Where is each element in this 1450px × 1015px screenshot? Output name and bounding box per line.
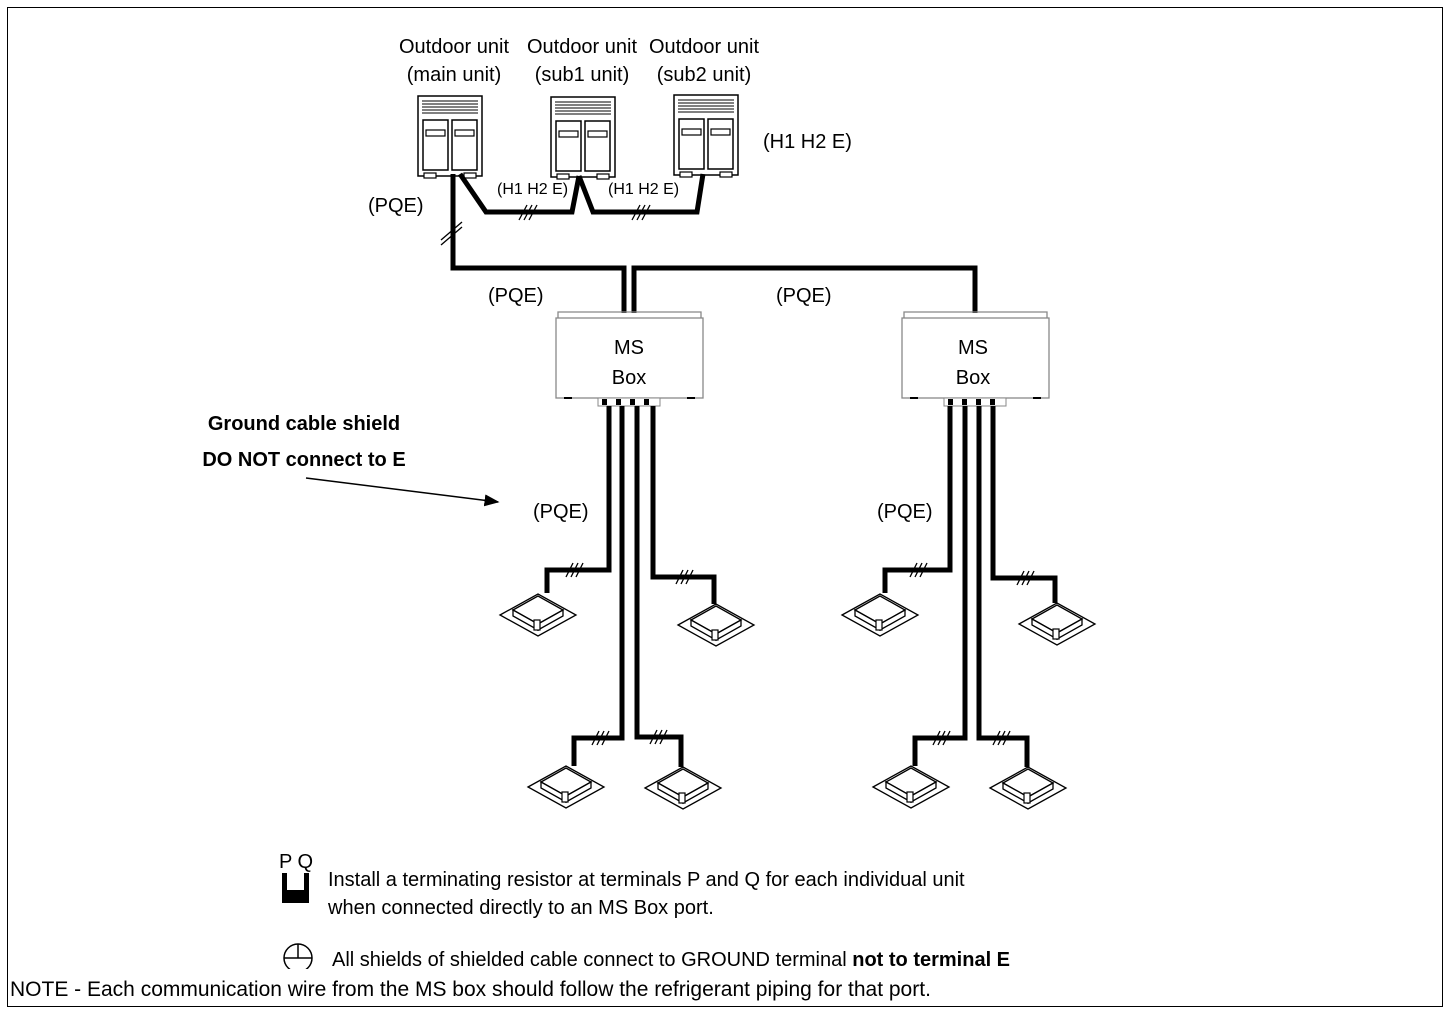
indoor-unit-l3 bbox=[527, 765, 605, 809]
pqe-trunk-left bbox=[450, 174, 627, 313]
hatch-link1 bbox=[518, 204, 538, 221]
outdoor-unit-sub2 bbox=[673, 94, 739, 178]
resistor-icon bbox=[282, 873, 309, 903]
indoor-unit-r3 bbox=[872, 765, 950, 809]
branch-left-1 bbox=[544, 406, 612, 593]
footer-note: NOTE - Each communication wire from the … bbox=[10, 978, 931, 1001]
ground-note-arrow bbox=[305, 477, 500, 507]
ms-box-left-line2: Box bbox=[612, 367, 646, 389]
outdoor-main-subtitle: (main unit) bbox=[407, 64, 501, 86]
pqe-trunk-right bbox=[631, 265, 978, 313]
pqe-label-right-branch: (PQE) bbox=[877, 501, 933, 523]
outdoor-sub1-subtitle: (sub1 unit) bbox=[535, 64, 630, 86]
ms-box-right bbox=[901, 311, 1050, 407]
branch-left-3 bbox=[571, 406, 625, 766]
branch-right-4 bbox=[976, 406, 1030, 767]
indoor-unit-r4 bbox=[989, 766, 1067, 810]
pqe-label-right-trunk: (PQE) bbox=[776, 285, 832, 307]
indoor-unit-l1 bbox=[499, 593, 577, 637]
legend-resistor-line2: when connected directly to an MS Box por… bbox=[327, 897, 714, 919]
h1h2e-link-sub1-sub2 bbox=[576, 173, 706, 215]
ms-box-right-line2: Box bbox=[956, 367, 990, 389]
legend-ground-bold: not to terminal E bbox=[852, 949, 1010, 971]
ground-note-line1: Ground cable shield bbox=[208, 413, 400, 435]
indoor-unit-r1 bbox=[841, 593, 919, 637]
hatch-main bbox=[440, 221, 463, 246]
branch-left-2 bbox=[650, 406, 717, 604]
indoor-unit-l2 bbox=[677, 603, 755, 647]
ground-note-line2: DO NOT connect to E bbox=[202, 449, 405, 471]
ms-box-right-line1: MS bbox=[958, 337, 988, 359]
h1h2e-label-link2: (H1 H2 E) bbox=[608, 181, 679, 198]
outdoor-main-title: Outdoor unit bbox=[399, 36, 510, 58]
h1h2e-label-link1: (H1 H2 E) bbox=[497, 181, 568, 198]
branch-left-4 bbox=[634, 406, 684, 767]
branch-hatches bbox=[565, 562, 1035, 746]
outdoor-sub2-subtitle: (sub2 unit) bbox=[657, 64, 752, 86]
pqe-label-main: (PQE) bbox=[368, 195, 424, 217]
outdoor-sub2-title: Outdoor unit bbox=[649, 36, 760, 58]
indoor-unit-l4 bbox=[644, 766, 722, 810]
legend-ground-text: All shields of shielded cable connect to… bbox=[332, 949, 1010, 971]
ms-box-left-line1: MS bbox=[614, 337, 644, 359]
branch-right-2 bbox=[990, 406, 1058, 603]
ms-box-left bbox=[555, 311, 704, 407]
diagram-frame bbox=[7, 7, 1443, 1007]
branch-right-3 bbox=[912, 406, 968, 766]
h1h2e-label-right: (H1 H2 E) bbox=[763, 131, 852, 153]
pqe-label-left-branch: (PQE) bbox=[533, 501, 589, 523]
ground-icon bbox=[283, 943, 313, 973]
outdoor-unit-sub1 bbox=[550, 96, 616, 180]
legend-resistor-line1: Install a terminating resistor at termin… bbox=[328, 869, 965, 891]
pqe-label-left-trunk: (PQE) bbox=[488, 285, 544, 307]
indoor-unit-r2 bbox=[1018, 602, 1096, 646]
branch-right-1 bbox=[882, 406, 953, 593]
hatch-link2 bbox=[631, 204, 651, 221]
legend-pq-label: P Q bbox=[279, 851, 313, 873]
outdoor-sub1-title: Outdoor unit bbox=[527, 36, 638, 58]
outdoor-unit-main bbox=[417, 95, 483, 179]
